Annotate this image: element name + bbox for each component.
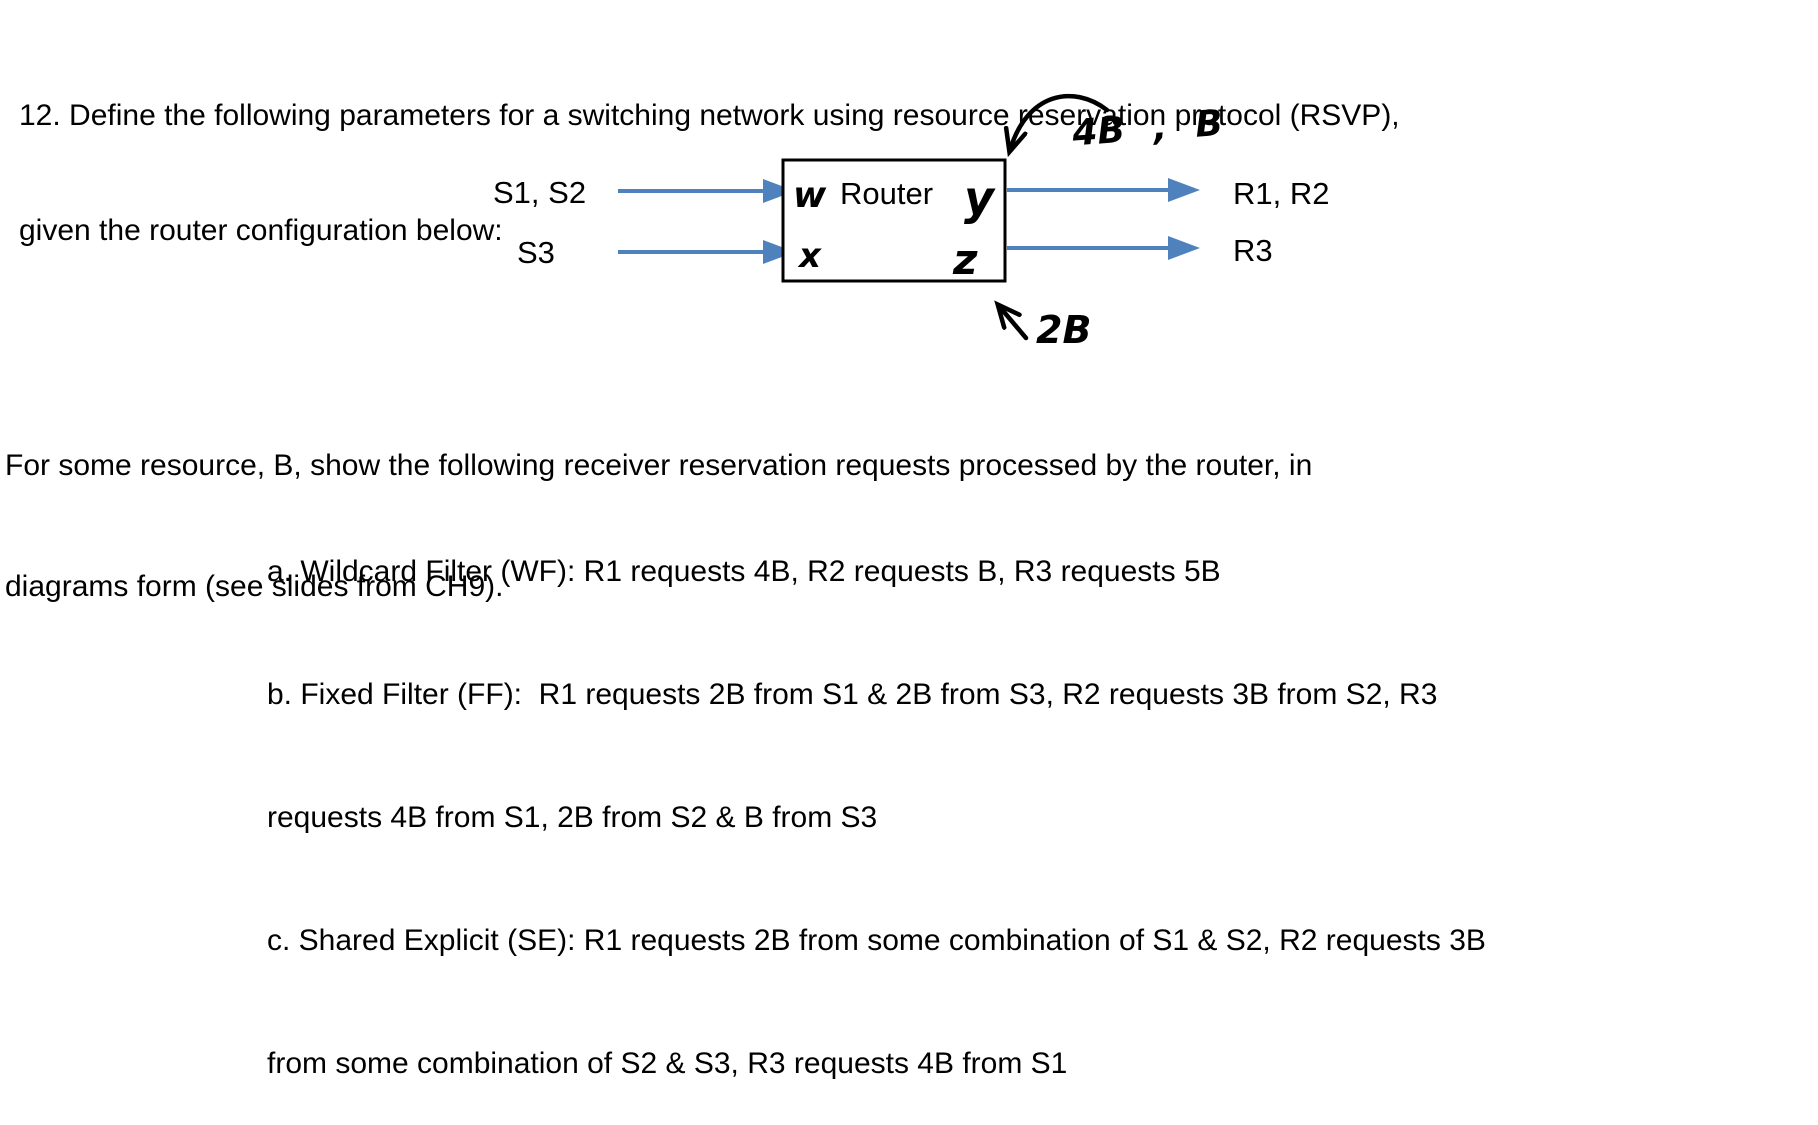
input-arrow-top-head [763,179,795,203]
input-arrow-top [618,179,795,203]
output-arrow-top [1007,178,1200,202]
handwritten-port-z: z [952,235,978,284]
handwritten-port-w: w [793,175,827,216]
handwritten-annotation-top: 4B , B [1070,103,1224,154]
handwritten-port-y: y [964,171,996,225]
router-box [781,158,1007,283]
output-arrow-top-head [1168,178,1200,202]
paragraph-line-1: For some resource, B, show the following… [5,449,1313,482]
receiver-label-bottom: R3 [1233,233,1273,268]
handwritten-port-x: x [797,236,822,276]
subquestion-list: a. Wildcard Filter (WF): R1 requests 4B,… [267,476,1486,1125]
paragraph-line-2: diagrams form (see slides from CH9). [5,570,504,603]
list-item-a-line-1: a. Wildcard Filter (WF): R1 requests 4B,… [267,555,1221,588]
question-line-2: given the router configuration below: [19,214,503,247]
output-arrow-bottom-head [1168,236,1200,260]
router-label: Router [840,176,933,211]
input-arrow-bottom-head [763,240,795,264]
list-item-b-line-2: requests 4B from S1, 2B from S2 & B from… [267,801,878,834]
input-arrow-bottom [618,240,795,264]
source-label-bottom: S3 [517,235,555,270]
router-diagram: S1, S2 S3 Router w x y z R1, R2 R3 4B , … [493,94,1329,352]
question-line-1: 12. Define the following parameters for … [19,99,1400,132]
source-label-top: S1, S2 [493,175,586,210]
receiver-label-top: R1, R2 [1233,176,1329,211]
question-heading: 12. Define the following parameters for … [19,24,1400,288]
handwritten-up-arrow [999,306,1029,341]
output-arrow-bottom [1007,236,1200,260]
handwritten-curved-arrow [1010,94,1110,150]
list-item-c-line-2: from some combination of S2 & S3, R3 req… [267,1047,1068,1080]
list-item-c-line-1: c. Shared Explicit (SE): R1 requests 2B … [267,924,1486,957]
list-item-b-line-1: b. Fixed Filter (FF): R1 requests 2B fro… [267,678,1438,711]
handwritten-annotation-bottom: 2B [1036,308,1091,352]
body-paragraph: For some resource, B, show the following… [5,371,1312,647]
